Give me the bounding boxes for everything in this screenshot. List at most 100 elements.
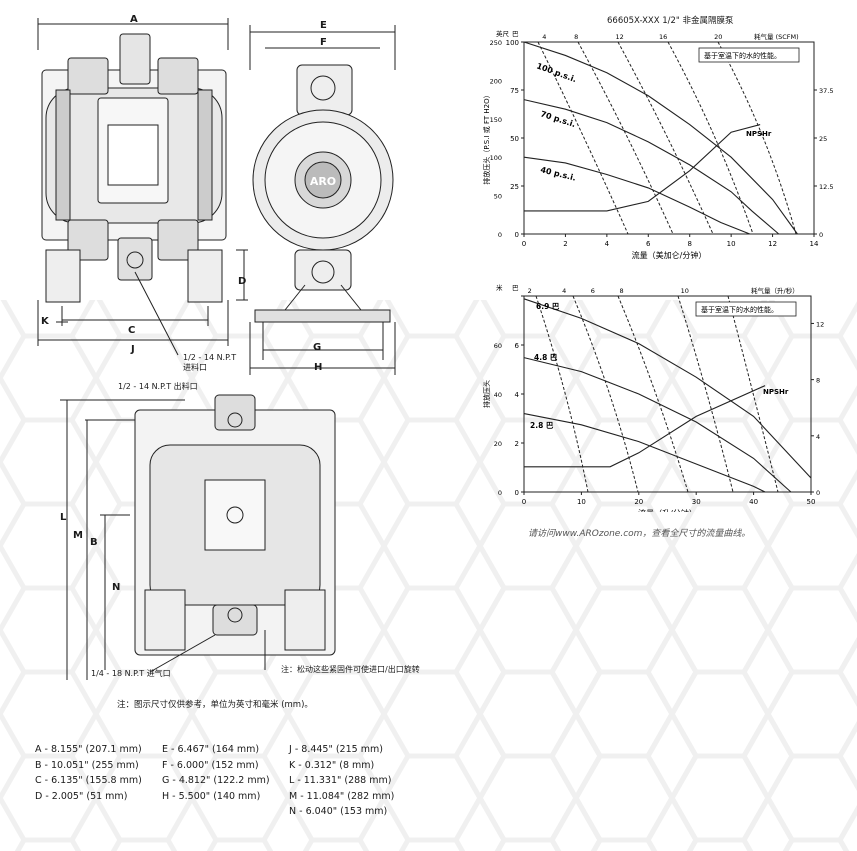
- y-tick-label: 0: [515, 489, 519, 497]
- dim-label-j: J: [131, 344, 135, 355]
- plot-frame: [523, 41, 815, 235]
- x-tick-label: 6: [646, 240, 651, 248]
- air-consumption-curve-4: [717, 41, 797, 235]
- x-tick-label: 10: [727, 240, 736, 248]
- right-tick-label: 4: [816, 433, 820, 441]
- air-consumption-curve-2: [617, 41, 714, 235]
- fastener-note: 注：松动这些紧固件可使进口/出口旋转: [281, 665, 420, 674]
- dim-label-b: B: [90, 537, 98, 548]
- top-tick-label: 2: [528, 287, 532, 295]
- top-tick-label: 6: [591, 287, 595, 295]
- series-label-2: 2.8 巴: [530, 421, 554, 430]
- aro-logo-text: ARO: [310, 175, 336, 188]
- y-outer-tick-label: 0: [498, 489, 502, 497]
- y-axis-label: 排放压头: [482, 380, 491, 408]
- dimension-col-3: J - 8.445" (215 mm)K - 0.312" (8 mm)L - …: [289, 744, 395, 817]
- right-tick-label: 12: [816, 320, 824, 328]
- x-tick-label: 12: [768, 240, 777, 248]
- y-outer-tick-label: 0: [498, 231, 502, 239]
- air-consumption-curve-4: [727, 295, 779, 493]
- series-line-3: [524, 124, 761, 212]
- series-line-2: [523, 413, 766, 493]
- npsh-label: NPSHr: [746, 130, 772, 138]
- series-label-2: 40 p.s.i.: [540, 165, 577, 183]
- right-tick-label: 0: [819, 231, 823, 239]
- y-outer-tick-label: 50: [494, 193, 502, 201]
- y-outer-tick-label: 100: [490, 154, 502, 162]
- y-outer-tick-label: 250: [490, 39, 502, 47]
- dim-label-k: K: [41, 316, 49, 327]
- note-text: 基于室温下的水的性能。: [704, 51, 781, 60]
- top-axis-label: 耗气量 (SCFM): [754, 32, 799, 41]
- top-tick-label: 12: [616, 33, 624, 41]
- top-tick-label: 4: [542, 33, 546, 41]
- x-tick-label: 50: [807, 498, 816, 506]
- chart-title: 66605X-XXX 1/2" 非金属隔膜泵: [607, 16, 734, 26]
- pump-front-view: [37, 18, 248, 356]
- air-consumption-curve-2: [617, 295, 689, 493]
- npsh-label: NPSHr: [763, 388, 789, 396]
- y-unit-outer: 米: [496, 283, 503, 292]
- air-inlet-note: 1/4 - 18 N.P.T 进气口: [91, 669, 171, 678]
- dim-label-e: E: [320, 20, 327, 31]
- x-tick-label: 40: [749, 498, 758, 506]
- dim-label-n: N: [112, 582, 121, 593]
- y-outer-tick-label: 60: [494, 342, 502, 350]
- top-tick-label: 8: [620, 287, 624, 295]
- series-label-1: 70 p.s.i.: [539, 109, 576, 129]
- y-tick-label: 100: [506, 39, 519, 47]
- y-unit-inner: 巴: [512, 30, 519, 38]
- note-text: 基于室温下的水的性能。: [701, 305, 778, 314]
- note-box: [698, 47, 800, 63]
- right-tick-label: 0: [816, 489, 820, 497]
- x-tick-label: 8: [687, 240, 691, 248]
- air-consumption-curve-1: [577, 41, 674, 235]
- x-tick-label: 20: [634, 498, 643, 506]
- right-tick-label: 37.5: [819, 87, 833, 95]
- dim-label-g: G: [313, 342, 322, 353]
- outlet-note: 1/2 - 14 N.P.T 出料口: [118, 382, 198, 391]
- y-tick-label: 50: [510, 135, 519, 143]
- y-tick-label: 4: [515, 391, 520, 399]
- y-unit-outer: 英尺: [496, 29, 510, 38]
- y-tick-label: 25: [510, 183, 519, 191]
- right-tick-label: 8: [816, 377, 820, 385]
- series-line-0: [523, 298, 812, 479]
- y-outer-tick-label: 200: [490, 77, 502, 85]
- top-tick-label: 4: [562, 287, 566, 295]
- inlet-note: 1/2 - 14 N.P.T 进料口: [183, 353, 237, 372]
- series-label-0: 6.9 巴: [536, 302, 560, 311]
- y-outer-tick-label: 150: [490, 116, 502, 124]
- x-tick-label: 4: [605, 240, 610, 248]
- series-line-2: [523, 156, 750, 235]
- dimension-col-1: A - 8.155" (207.1 mm)B - 10.051" (255 mm…: [35, 744, 142, 802]
- footnote: 注：图示尺寸仅供参考，单位为英寸和毫米 (mm)。: [117, 700, 313, 710]
- x-axis-label: 流量（升/分钟）: [638, 508, 697, 512]
- air-consumption-curve-1: [572, 295, 639, 493]
- dim-label-d: D: [238, 276, 247, 287]
- y-outer-tick-label: 20: [494, 440, 502, 448]
- top-tick-label: 8: [574, 33, 578, 41]
- top-tick-label: 16: [659, 33, 667, 41]
- y-tick-label: 75: [510, 87, 519, 95]
- dim-label-l: L: [60, 512, 67, 523]
- right-tick-label: 12.5: [819, 183, 833, 191]
- top-tick-label: 20: [714, 33, 722, 41]
- dim-label-f: F: [320, 37, 327, 48]
- top-tick-label: 10: [681, 287, 689, 295]
- x-tick-label: 30: [692, 498, 701, 506]
- x-tick-label: 14: [810, 240, 819, 248]
- air-consumption-curve-3: [667, 41, 754, 235]
- y-tick-label: 2: [515, 440, 519, 448]
- series-line-3: [524, 385, 766, 468]
- dim-label-h: H: [314, 362, 323, 373]
- note-box: [695, 301, 797, 317]
- top-axis-label: 耗气量（升/秒）: [751, 286, 799, 295]
- dim-label-a: A: [130, 14, 138, 25]
- series-line-1: [523, 357, 792, 493]
- right-tick-label: 25: [819, 135, 827, 143]
- y-tick-label: 0: [515, 231, 519, 239]
- y-unit-inner: 巴: [512, 284, 519, 292]
